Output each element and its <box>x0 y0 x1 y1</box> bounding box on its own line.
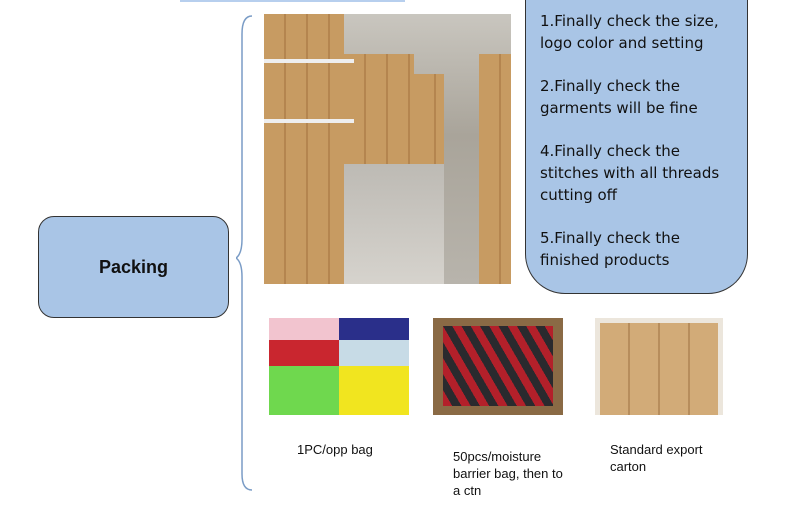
curly-brace <box>236 15 253 491</box>
opp-bag-photo <box>269 318 409 415</box>
caption-export-carton: Standard export carton <box>610 442 703 474</box>
check-item: 2.Finally check the garments will be fin… <box>540 77 698 117</box>
export-carton-photo <box>595 318 723 415</box>
top-divider <box>180 0 405 2</box>
moisture-bag-photo <box>433 318 563 415</box>
packing-title: Packing <box>98 256 169 277</box>
check-item: 5.Finally check the finished products <box>540 229 680 269</box>
check-item: 4.Finally check the stitches with all th… <box>540 142 720 204</box>
warehouse-photo <box>264 14 511 284</box>
caption-moisture-bag: 50pcs/moisture barrier bag, then to a ct… <box>453 449 563 498</box>
inspection-notes: 1.Finally check the size, logo color and… <box>525 0 748 294</box>
check-item: 1.Finally check the size, logo color and… <box>540 12 719 52</box>
packing-label-box: Packing <box>38 216 229 318</box>
caption-opp-bag: 1PC/opp bag <box>297 442 373 457</box>
